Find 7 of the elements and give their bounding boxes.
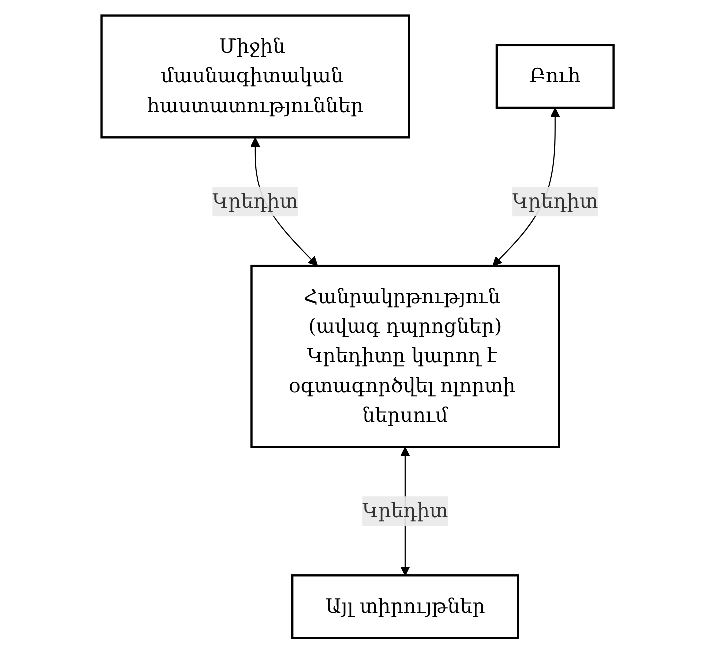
process-box: Հանրակրթություն (ավագ դպրոցներ) Կրեդիտը կարող է օգտագործվել ոլորտի ներսում bbox=[250, 264, 560, 448]
process-box: Միջին մասնագիտական հաստատություններ bbox=[100, 14, 410, 139]
edge-label: Կրեդիտ bbox=[212, 187, 298, 217]
process-box: Բուհ bbox=[496, 44, 616, 110]
edge-label: Կրեդիտ bbox=[362, 496, 448, 526]
process-box: Այլ տիրույթներ bbox=[292, 574, 520, 640]
edge-label: Կրեդիտ bbox=[512, 187, 598, 217]
